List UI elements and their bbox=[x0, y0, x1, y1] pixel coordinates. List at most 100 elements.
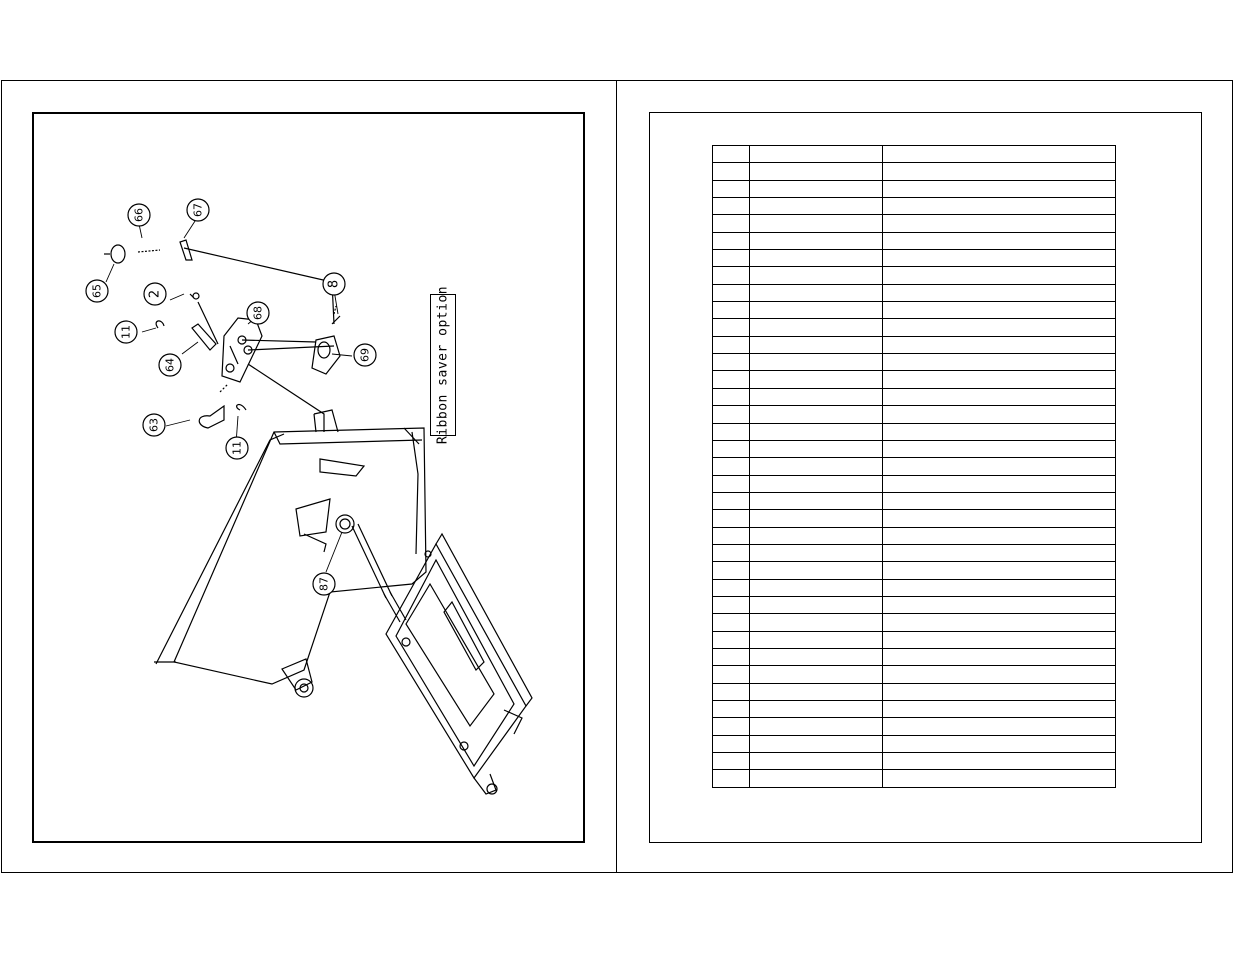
table-cell bbox=[749, 353, 883, 372]
table-cell bbox=[712, 595, 750, 615]
table-row bbox=[712, 214, 1116, 233]
table-cell bbox=[749, 162, 883, 181]
table-cell bbox=[882, 387, 1116, 407]
table-cell bbox=[712, 162, 750, 181]
table-cell bbox=[712, 457, 750, 476]
table-cell bbox=[882, 266, 1116, 285]
table-cell bbox=[712, 353, 750, 372]
table-cell bbox=[749, 370, 883, 389]
lower-plate-assembly bbox=[385, 532, 533, 795]
table-cell bbox=[749, 769, 883, 788]
parts-list-panel bbox=[649, 112, 1202, 843]
table-cell bbox=[712, 630, 750, 649]
table-cell bbox=[749, 526, 883, 545]
table-cell bbox=[749, 439, 883, 459]
table-cell bbox=[749, 613, 883, 632]
table-cell bbox=[712, 422, 750, 441]
table-cell bbox=[712, 301, 750, 320]
table-cell bbox=[882, 752, 1116, 771]
table-cell bbox=[749, 752, 883, 771]
table-row bbox=[712, 474, 1116, 493]
table-row bbox=[712, 353, 1116, 372]
table-cell bbox=[882, 734, 1116, 754]
table-row bbox=[712, 699, 1116, 719]
table-cell bbox=[712, 179, 750, 199]
table-cell bbox=[882, 509, 1116, 528]
table-cell bbox=[882, 405, 1116, 424]
table-row bbox=[712, 179, 1116, 199]
table-cell bbox=[749, 266, 883, 285]
table-cell bbox=[882, 179, 1116, 199]
table-row bbox=[712, 387, 1116, 407]
table-row bbox=[712, 266, 1116, 285]
table-cell bbox=[712, 231, 750, 251]
table-row bbox=[712, 717, 1116, 736]
table-row bbox=[712, 439, 1116, 459]
callout-label: 68 bbox=[252, 306, 265, 320]
table-row bbox=[712, 422, 1116, 441]
table-cell bbox=[749, 682, 883, 702]
table-cell bbox=[749, 283, 883, 303]
table-cell bbox=[712, 769, 750, 788]
diagram-caption-box: Ribbon saver option bbox=[430, 286, 456, 444]
callout-68: 68 bbox=[246, 301, 270, 325]
table-cell bbox=[749, 665, 883, 684]
table-cell bbox=[712, 144, 750, 164]
table-cell bbox=[882, 353, 1116, 372]
table-cell bbox=[712, 561, 750, 580]
callout-63: 63 bbox=[142, 413, 166, 437]
table-cell bbox=[712, 439, 750, 459]
callout-87: 87 bbox=[312, 572, 336, 596]
table-cell bbox=[712, 370, 750, 389]
table-row bbox=[712, 769, 1116, 788]
table-row bbox=[712, 283, 1116, 303]
callout-67: 67 bbox=[186, 198, 210, 222]
table-row bbox=[712, 162, 1116, 181]
callout-label: 2 bbox=[148, 290, 163, 298]
callout-leaders bbox=[105, 217, 353, 573]
table-cell bbox=[749, 543, 883, 563]
table-cell bbox=[882, 682, 1116, 702]
table-row bbox=[712, 578, 1116, 597]
table-cell bbox=[712, 613, 750, 632]
table-row bbox=[712, 682, 1116, 702]
table-cell bbox=[749, 561, 883, 580]
table-cell bbox=[882, 439, 1116, 459]
table-cell bbox=[712, 526, 750, 545]
callout-label: 69 bbox=[359, 348, 372, 362]
table-cell bbox=[882, 595, 1116, 615]
table-row bbox=[712, 318, 1116, 337]
callout-2: 2 bbox=[143, 282, 167, 306]
table-cell bbox=[749, 231, 883, 251]
table-cell bbox=[712, 491, 750, 511]
table-row bbox=[712, 457, 1116, 476]
table-cell bbox=[712, 387, 750, 407]
page-divider bbox=[616, 80, 617, 873]
table-cell bbox=[749, 474, 883, 493]
callout-69: 69 bbox=[353, 343, 377, 367]
table-row bbox=[712, 144, 1116, 164]
ribbon-saver-parts bbox=[104, 239, 341, 432]
table-cell bbox=[712, 717, 750, 736]
table-cell bbox=[882, 370, 1116, 389]
callout-label: 11 bbox=[231, 441, 244, 455]
table-cell bbox=[712, 665, 750, 684]
callout-8: 8 bbox=[322, 272, 346, 296]
callout-label: 63 bbox=[148, 418, 161, 432]
table-cell bbox=[882, 474, 1116, 493]
table-cell bbox=[882, 630, 1116, 649]
table-cell bbox=[882, 231, 1116, 251]
table-cell bbox=[749, 422, 883, 441]
table-cell bbox=[712, 474, 750, 493]
table-cell bbox=[882, 162, 1116, 181]
table-row bbox=[712, 197, 1116, 216]
table-row bbox=[712, 249, 1116, 268]
callout-label: 64 bbox=[164, 358, 177, 372]
table-cell bbox=[882, 526, 1116, 545]
table-cell bbox=[882, 283, 1116, 303]
table-cell bbox=[882, 699, 1116, 719]
table-cell bbox=[712, 249, 750, 268]
table-cell bbox=[882, 422, 1116, 441]
